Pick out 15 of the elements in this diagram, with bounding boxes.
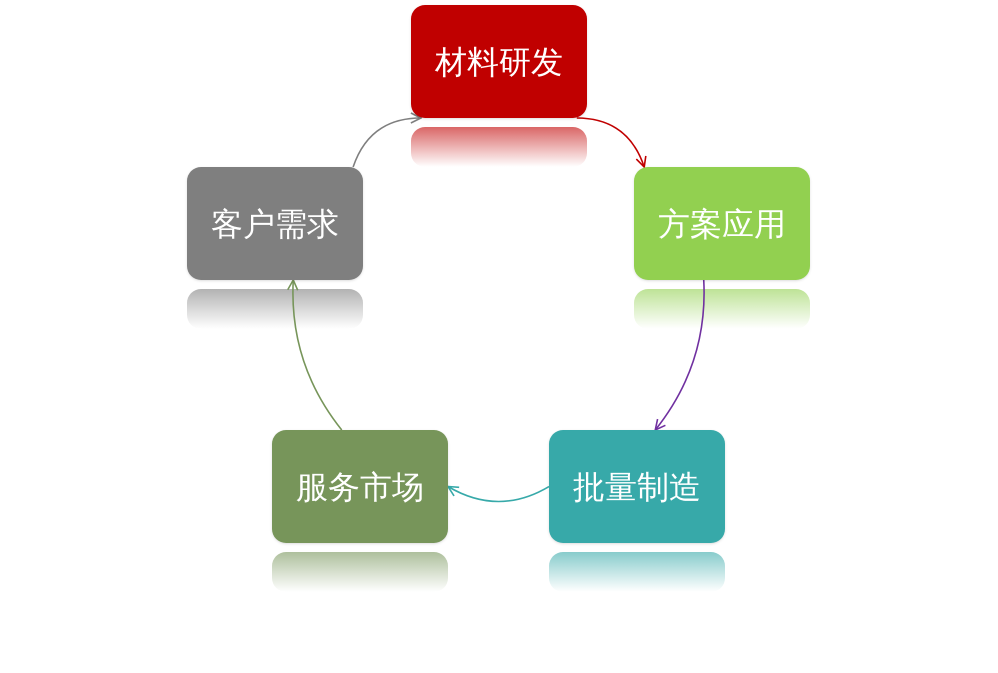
box-label: 方案应用	[658, 208, 786, 240]
curved-arrow	[654, 280, 705, 431]
box-label: 批量制造	[573, 470, 701, 502]
curved-arrow	[287, 279, 342, 430]
box-label: 服务市场	[296, 470, 424, 502]
process-box	[549, 430, 725, 543]
process-box	[411, 5, 587, 118]
curved-arrow	[576, 117, 646, 168]
box-label: 材料研发	[435, 46, 563, 78]
curved-arrow	[447, 486, 550, 502]
process-box	[634, 167, 810, 280]
process-box	[187, 167, 363, 280]
box-label: 客户需求	[211, 208, 339, 240]
process-box	[272, 430, 448, 543]
curved-arrow	[352, 112, 422, 168]
